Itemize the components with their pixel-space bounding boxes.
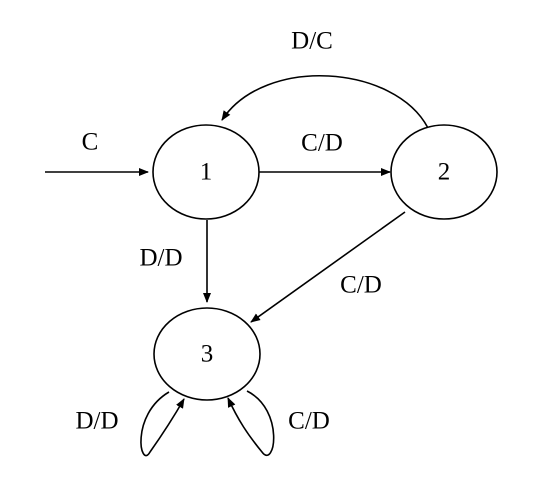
edge-label-1-to-3: D/D (139, 245, 182, 272)
edge-label-2-to-3: C/D (340, 272, 382, 299)
state-label: 2 (438, 159, 451, 186)
edge-label-3-loop-left: D/D (75, 408, 118, 435)
state-label: 3 (201, 341, 214, 368)
state-label: 1 (200, 159, 213, 186)
edge-3-self-loop-right (227, 390, 275, 456)
state-node-3: 3 (153, 307, 261, 401)
edge-2-to-3 (250, 211, 406, 323)
edge-3-self-loop-left (140, 391, 185, 457)
edge-label-3-loop-right: C/D (288, 408, 330, 435)
edge-label-1-to-2: C/D (301, 130, 343, 157)
edge-label-2-to-1: D/C (291, 28, 333, 55)
state-node-2: 2 (390, 124, 498, 220)
edge-label-initial: C (82, 129, 99, 156)
edge-2-to-1 (221, 74, 429, 129)
state-node-1: 1 (152, 124, 260, 220)
